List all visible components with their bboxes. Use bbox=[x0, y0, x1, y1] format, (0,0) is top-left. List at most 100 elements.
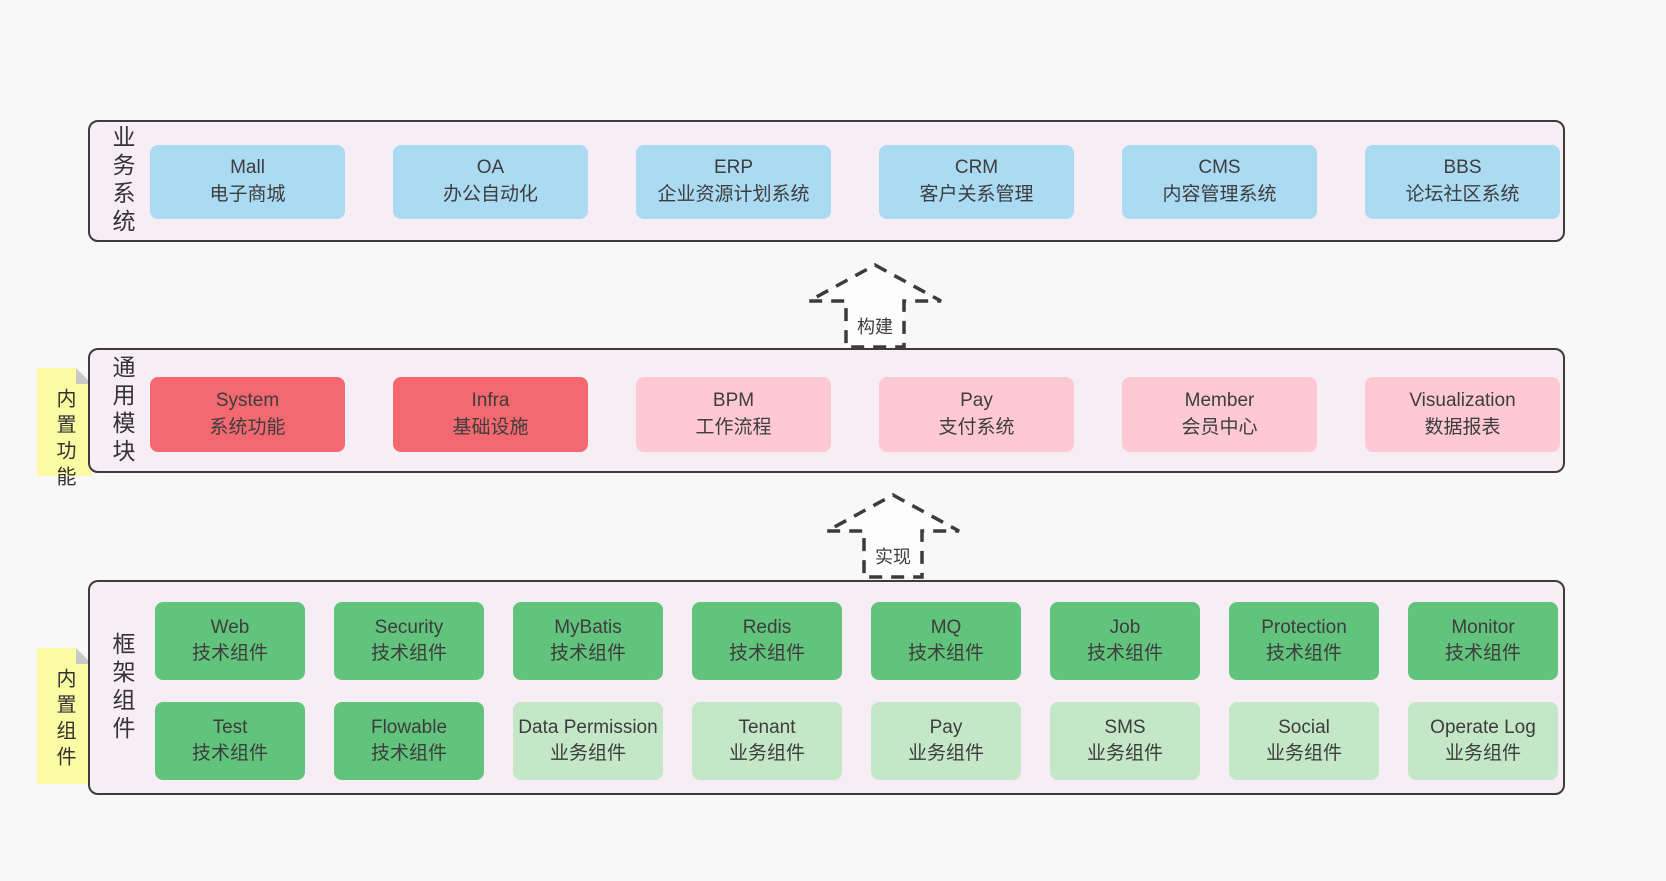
box-operate-log: Operate Log 业务组件 bbox=[1408, 702, 1558, 780]
common-modules-container: 通用模块 System 系统功能 Infra 基础设施 BPM 工作流程 Pay… bbox=[88, 348, 1565, 473]
dashed-up-arrow-icon bbox=[808, 263, 942, 349]
sticky-note-text: 内置功能 bbox=[53, 388, 75, 492]
box-subtitle: 客户关系管理 bbox=[919, 184, 1034, 205]
sticky-note-built-in-features: 内置功能 bbox=[37, 368, 92, 492]
business-systems-row: Mall 电子商城 OA 办公自动化 ERP 企业资源计划系统 CRM 客户关系… bbox=[150, 145, 1560, 219]
common-modules-label: 通用模块 bbox=[109, 354, 135, 467]
box-subtitle: 业务组件 bbox=[907, 743, 984, 764]
box-title: Pay bbox=[960, 389, 993, 411]
box-title: CMS bbox=[1198, 157, 1241, 179]
box-title: Monitor bbox=[1451, 617, 1515, 639]
box-title: Mall bbox=[230, 157, 265, 179]
box-subtitle: 技术组件 bbox=[1086, 643, 1163, 664]
dashed-up-arrow-icon bbox=[826, 493, 960, 579]
sticky-note-built-in-components: 内置组件 bbox=[37, 648, 92, 784]
box-subtitle: 系统功能 bbox=[209, 416, 286, 438]
implement-arrow: 实现 bbox=[823, 492, 963, 580]
box-cms: CMS 内容管理系统 bbox=[1122, 145, 1317, 219]
box-title: Data Permission bbox=[518, 717, 658, 739]
box-title: MQ bbox=[930, 617, 962, 639]
box-subtitle: 业务组件 bbox=[728, 743, 805, 764]
box-protection: Protection 技术组件 bbox=[1229, 602, 1379, 680]
box-bbs: BBS 论坛社区系统 bbox=[1365, 145, 1560, 219]
box-redis: Redis 技术组件 bbox=[692, 602, 842, 680]
box-title: Tenant bbox=[738, 717, 796, 739]
build-arrow: 构建 bbox=[805, 262, 945, 350]
box-title: BPM bbox=[712, 389, 755, 411]
box-title: Protection bbox=[1261, 617, 1347, 639]
box-title: ERP bbox=[713, 157, 754, 179]
box-data-permission: Data Permission 业务组件 bbox=[513, 702, 663, 780]
box-mq: MQ 技术组件 bbox=[871, 602, 1021, 680]
box-subtitle: 技术组件 bbox=[1444, 643, 1521, 664]
box-mybatis: MyBatis 技术组件 bbox=[513, 602, 663, 680]
box-visualization: Visualization 数据报表 bbox=[1365, 377, 1560, 452]
box-security: Security 技术组件 bbox=[334, 602, 484, 680]
box-subtitle: 业务组件 bbox=[1086, 743, 1163, 764]
box-subtitle: 会员中心 bbox=[1181, 416, 1258, 438]
box-mall: Mall 电子商城 bbox=[150, 145, 345, 219]
box-subtitle: 电子商城 bbox=[209, 184, 286, 205]
box-tenant: Tenant 业务组件 bbox=[692, 702, 842, 780]
box-social: Social 业务组件 bbox=[1229, 702, 1379, 780]
box-test: Test 技术组件 bbox=[155, 702, 305, 780]
box-job: Job 技术组件 bbox=[1050, 602, 1200, 680]
box-subtitle: 内容管理系统 bbox=[1162, 184, 1277, 205]
box-title: MyBatis bbox=[554, 617, 622, 639]
box-subtitle: 业务组件 bbox=[1265, 743, 1342, 764]
box-title: Job bbox=[1109, 617, 1141, 639]
box-title: Flowable bbox=[370, 717, 448, 739]
box-title: System bbox=[215, 389, 280, 411]
box-erp: ERP 企业资源计划系统 bbox=[636, 145, 831, 219]
framework-components-label: 框架组件 bbox=[109, 631, 135, 744]
box-subtitle: 技术组件 bbox=[1265, 643, 1342, 664]
build-arrow-label: 构建 bbox=[853, 312, 897, 340]
box-subtitle: 技术组件 bbox=[370, 743, 447, 764]
box-subtitle: 技术组件 bbox=[191, 743, 268, 764]
common-modules-row: System 系统功能 Infra 基础设施 BPM 工作流程 Pay 支付系统… bbox=[150, 377, 1560, 452]
box-subtitle: 技术组件 bbox=[907, 643, 984, 664]
box-subtitle: 业务组件 bbox=[549, 743, 626, 764]
box-system: System 系统功能 bbox=[150, 377, 345, 452]
box-title: Security bbox=[374, 617, 444, 639]
box-infra: Infra 基础设施 bbox=[393, 377, 588, 452]
box-oa: OA 办公自动化 bbox=[393, 145, 588, 219]
box-subtitle: 论坛社区系统 bbox=[1405, 184, 1520, 205]
box-web: Web 技术组件 bbox=[155, 602, 305, 680]
box-subtitle: 企业资源计划系统 bbox=[657, 184, 810, 205]
box-subtitle: 数据报表 bbox=[1424, 416, 1501, 438]
box-subtitle: 工作流程 bbox=[695, 416, 772, 438]
framework-components-row-1: Web 技术组件 Security 技术组件 MyBatis 技术组件 Redi… bbox=[155, 602, 1558, 680]
implement-arrow-label: 实现 bbox=[871, 542, 915, 570]
box-monitor: Monitor 技术组件 bbox=[1408, 602, 1558, 680]
box-title: BBS bbox=[1443, 157, 1482, 179]
box-title: Member bbox=[1184, 389, 1255, 411]
box-pay-component: Pay 业务组件 bbox=[871, 702, 1021, 780]
box-title: Redis bbox=[742, 617, 792, 639]
box-title: CRM bbox=[954, 157, 999, 179]
box-bpm: BPM 工作流程 bbox=[636, 377, 831, 452]
box-title: Infra bbox=[471, 389, 510, 411]
box-subtitle: 支付系统 bbox=[938, 416, 1015, 438]
box-title: Web bbox=[210, 617, 250, 639]
box-sms: SMS 业务组件 bbox=[1050, 702, 1200, 780]
box-title: Visualization bbox=[1409, 389, 1516, 411]
sticky-note-body bbox=[37, 648, 92, 784]
box-subtitle: 技术组件 bbox=[191, 643, 268, 664]
sticky-note-body bbox=[37, 368, 92, 476]
framework-components-container: 框架组件 Web 技术组件 Security 技术组件 MyBatis 技术组件… bbox=[88, 580, 1565, 795]
box-title: Operate Log bbox=[1430, 717, 1536, 739]
sticky-note-text: 内置组件 bbox=[53, 668, 75, 772]
box-title: Pay bbox=[929, 717, 963, 739]
box-title: OA bbox=[476, 157, 505, 179]
box-subtitle: 技术组件 bbox=[549, 643, 626, 664]
box-subtitle: 办公自动化 bbox=[442, 184, 538, 205]
box-flowable: Flowable 技术组件 bbox=[334, 702, 484, 780]
box-title: Test bbox=[212, 717, 248, 739]
box-crm: CRM 客户关系管理 bbox=[879, 145, 1074, 219]
framework-components-row-2: Test 技术组件 Flowable 技术组件 Data Permission … bbox=[155, 702, 1558, 780]
box-title: SMS bbox=[1104, 717, 1146, 739]
box-title: Social bbox=[1278, 717, 1330, 739]
box-subtitle: 基础设施 bbox=[452, 416, 529, 438]
